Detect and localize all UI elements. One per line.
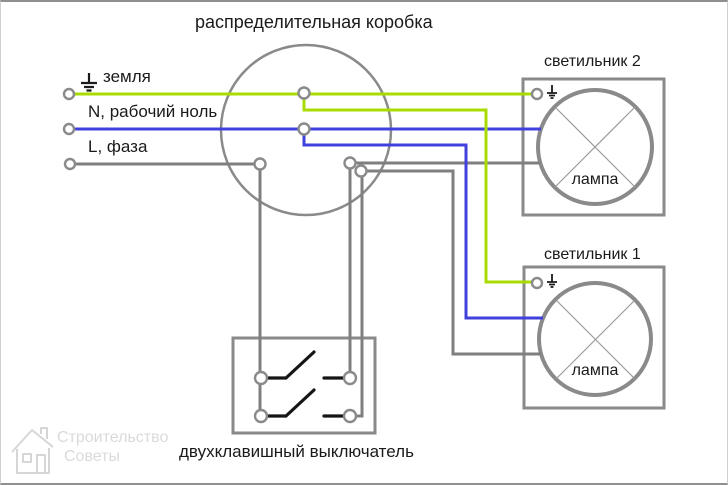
junction-switched-2 (354, 164, 368, 178)
ground-input-label: земля (103, 67, 151, 86)
junction-phase (253, 157, 267, 171)
watermark-text-line2: Советы (64, 448, 120, 465)
fixture-1-label: светильник 1 (544, 246, 641, 263)
earth-icon-fixture-2 (547, 85, 557, 99)
switch-terminal-in-2 (253, 408, 269, 424)
fixture-2-label: светильник 2 (544, 53, 641, 70)
switch-terminal-out-1 (342, 370, 358, 386)
junction-neutral (297, 122, 311, 136)
terminal-neutral-in (62, 122, 76, 136)
switch-blades (265, 350, 348, 418)
switch-label: двухклавишный выключатель (179, 442, 414, 461)
watermark-house-icon (11, 427, 54, 474)
junction-switched-1 (343, 156, 357, 170)
terminal-phase-in (63, 157, 77, 171)
switch-terminal-out-2 (342, 408, 358, 424)
terminal-ground-fixture-1 (530, 276, 544, 290)
terminal-ground-in (62, 87, 76, 101)
diagram-title: распределительная коробка (195, 12, 433, 32)
switch-blade-1 (265, 350, 348, 380)
junction-ground (297, 86, 311, 100)
switch-terminal-in-1 (253, 370, 269, 386)
fixture-1-box (522, 265, 666, 410)
lamp-1-label: лампа (571, 362, 619, 379)
switch-blade-2 (265, 388, 348, 418)
neutral-input-label: N, рабочий ноль (88, 102, 218, 121)
terminals (62, 86, 544, 424)
switched-wire-2 (355, 169, 541, 418)
earth-icon-fixture-1 (547, 274, 557, 288)
lamp-2-cross-icon (554, 106, 636, 188)
lamp-2-label: лампа (571, 171, 619, 188)
fixture-2-box (521, 77, 666, 217)
neutral-wire-branch (302, 129, 543, 320)
ground-wire-branch (302, 94, 532, 284)
phase-input-label: L, фаза (88, 137, 148, 156)
earth-icon-input (81, 73, 97, 92)
watermark-text-line1: Строительство (57, 429, 169, 446)
switched-wire-1 (348, 161, 540, 378)
terminal-ground-fixture-2 (530, 87, 544, 101)
lamp-1-cross-icon (555, 299, 636, 380)
earth-symbols (81, 73, 557, 288)
